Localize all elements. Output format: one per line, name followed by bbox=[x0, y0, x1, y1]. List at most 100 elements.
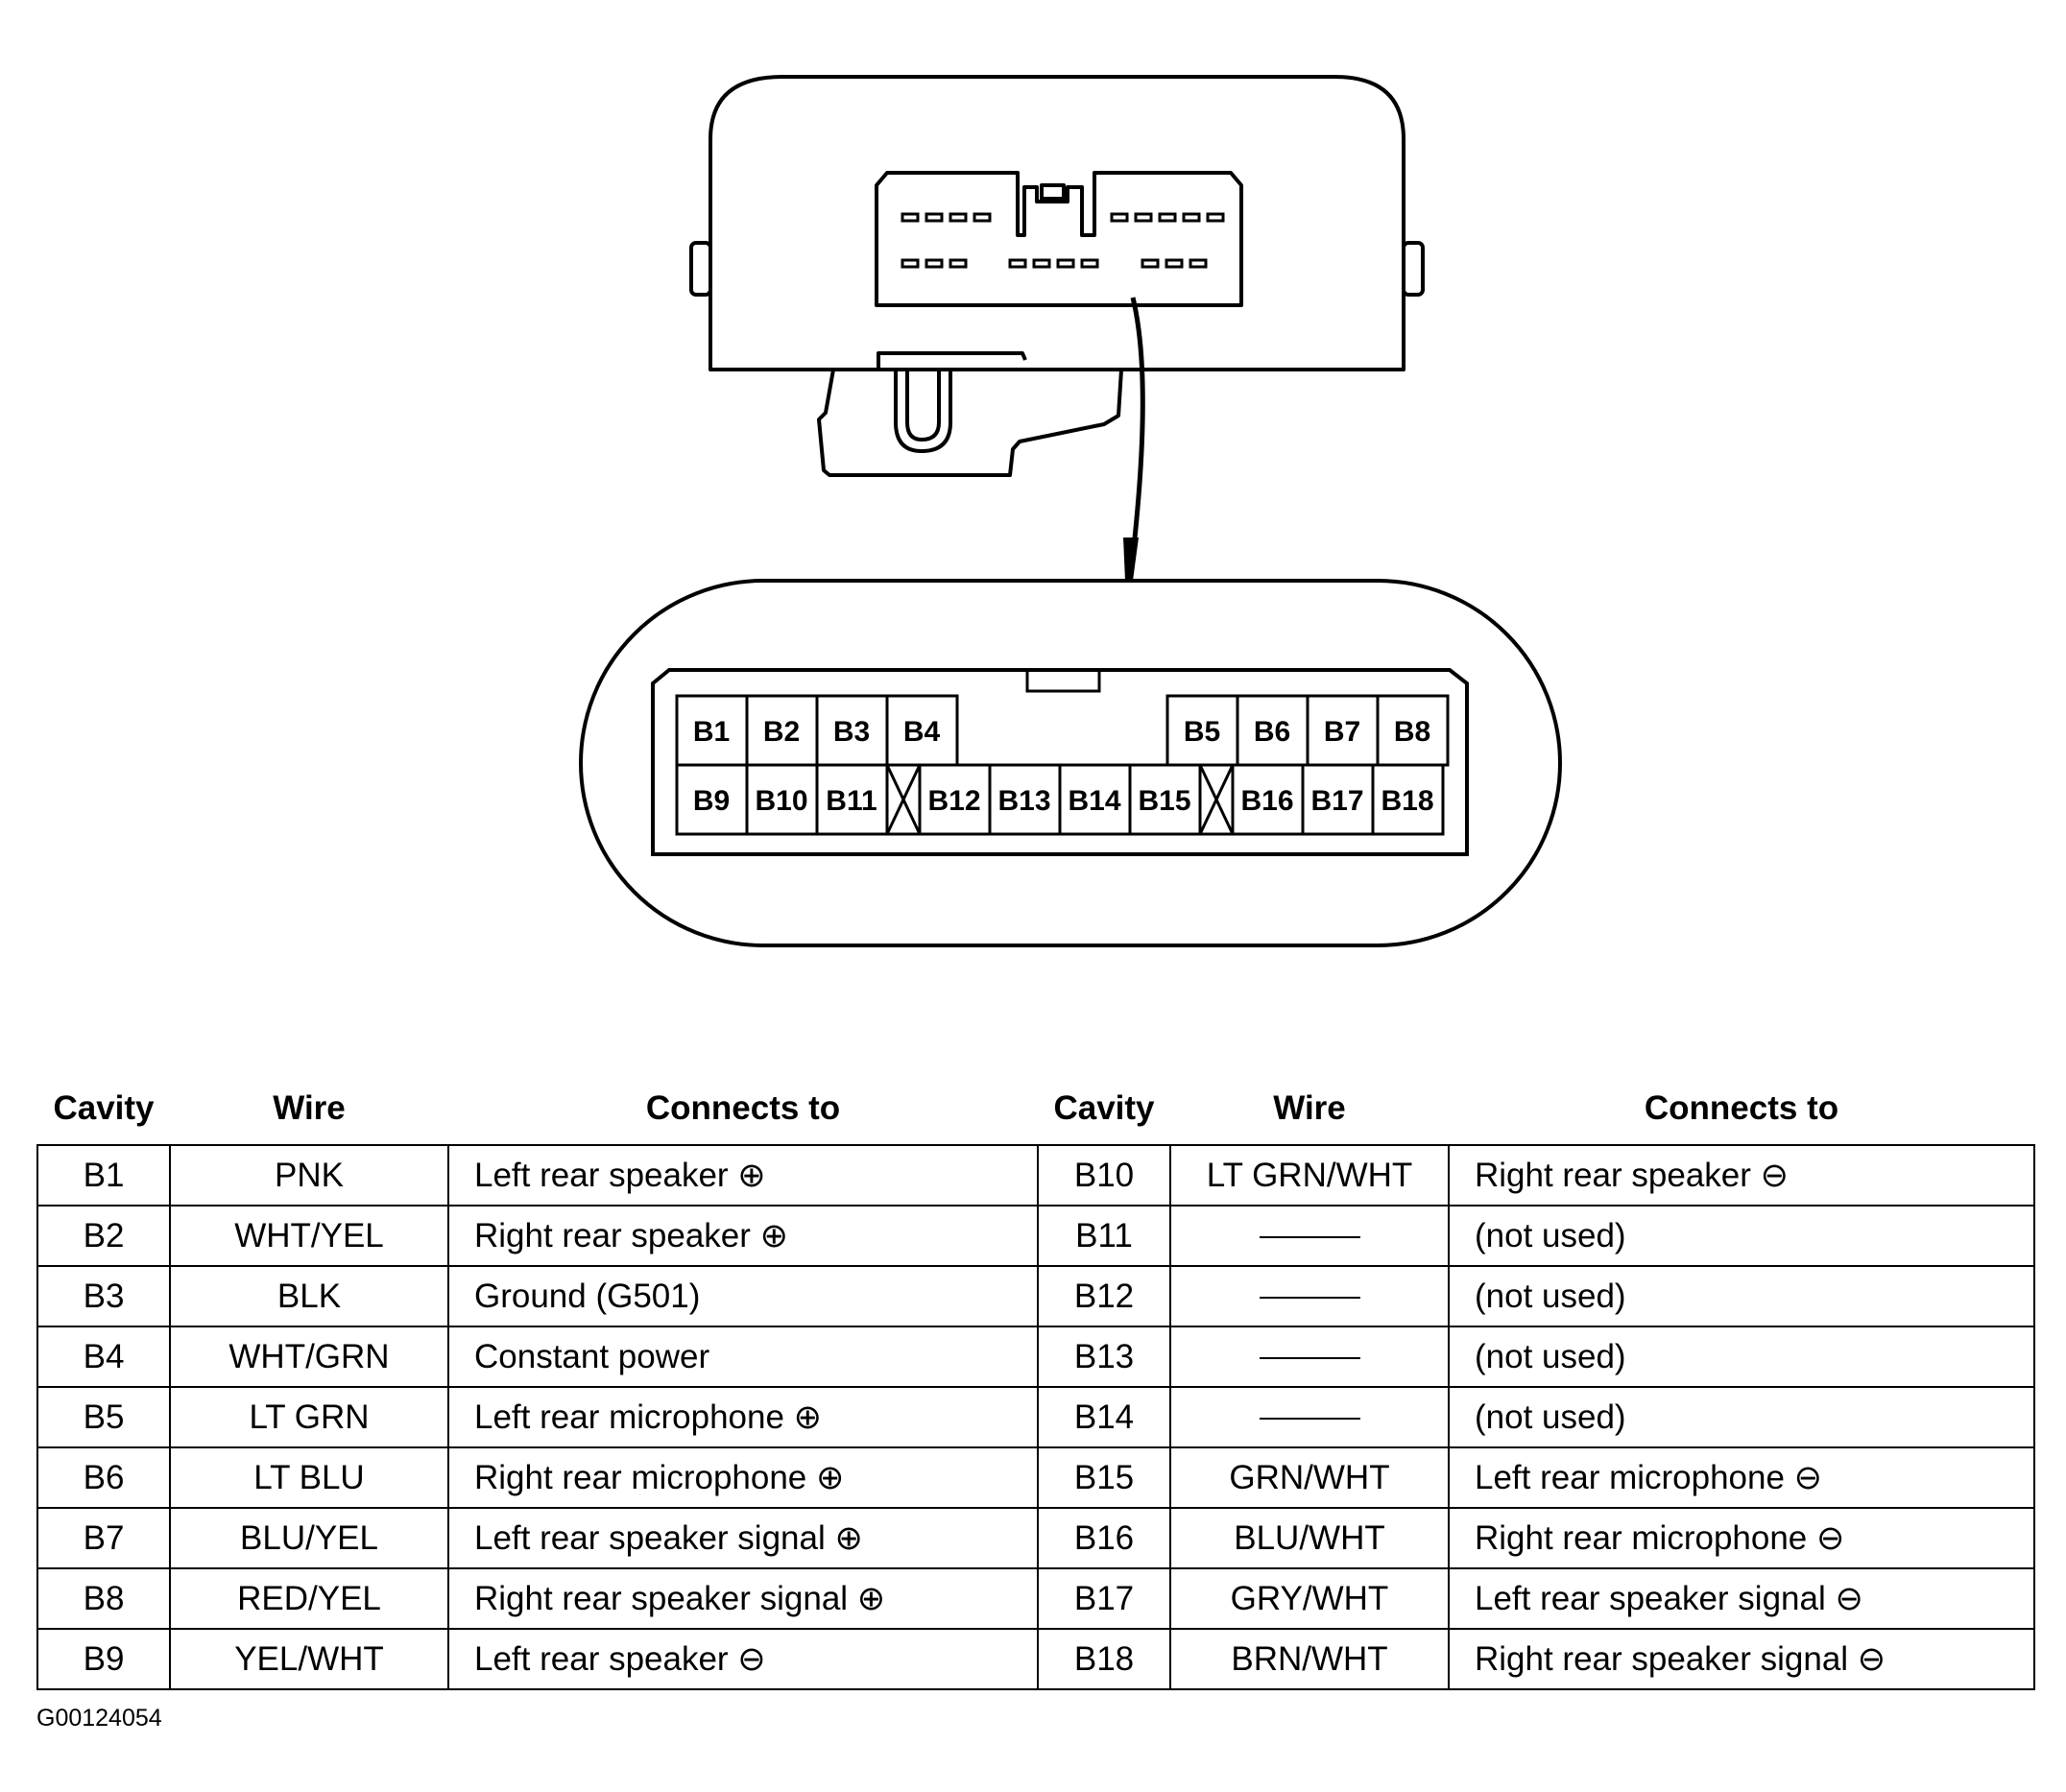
cavity-cell: B18 bbox=[1037, 1628, 1171, 1690]
connects-to-cell: Right rear speaker signal ⊖ bbox=[1448, 1628, 2035, 1690]
cavity-label: B15 bbox=[1138, 785, 1190, 817]
connects-to-cell: Right rear microphone ⊖ bbox=[1448, 1507, 2035, 1569]
wire-cell: BRN/WHT bbox=[1169, 1628, 1450, 1690]
cavity-label: B14 bbox=[1068, 785, 1120, 817]
connects-to-cell: Constant power bbox=[447, 1326, 1039, 1388]
connects-to-cell: Right rear speaker ⊕ bbox=[447, 1205, 1039, 1267]
connects-to-cell: Right rear speaker ⊖ bbox=[1448, 1144, 2035, 1207]
cavity-wire-table: Cavity Wire Connects to Cavity Wire Conn… bbox=[36, 1073, 2035, 1690]
cavity-label: B8 bbox=[1394, 716, 1430, 748]
wire-cell bbox=[1169, 1205, 1450, 1267]
cavity-label: B4 bbox=[903, 716, 941, 748]
connector-lock-tab bbox=[1025, 668, 1101, 693]
wire-cell: BLU/WHT bbox=[1169, 1507, 1450, 1569]
header-connects-to: Connects to bbox=[1644, 1089, 1839, 1127]
table-header-row: Cavity Wire Connects to Cavity Wire Conn… bbox=[37, 1073, 2034, 1145]
wire-cell: WHT/GRN bbox=[169, 1326, 449, 1388]
connects-to-cell: Left rear speaker ⊕ bbox=[447, 1144, 1039, 1207]
cavity-label: B2 bbox=[763, 716, 800, 748]
cavity-cell: B3 bbox=[36, 1265, 171, 1327]
wire-cell: WHT/YEL bbox=[169, 1205, 449, 1267]
cavity-label: B11 bbox=[826, 785, 877, 817]
unit-connector-pins bbox=[901, 212, 1225, 269]
wire-cell bbox=[1169, 1326, 1450, 1388]
cavity-label: B17 bbox=[1310, 785, 1363, 817]
no-wire-dash bbox=[1259, 1418, 1360, 1421]
cavity-label: B1 bbox=[693, 716, 730, 748]
no-wire-dash bbox=[1259, 1236, 1360, 1239]
cavity-cell: B13 bbox=[1037, 1326, 1171, 1388]
cavity-label: B3 bbox=[833, 716, 870, 748]
unit-housing bbox=[709, 75, 1405, 371]
connector-face-outline bbox=[651, 668, 1469, 856]
cavity-cell: B2 bbox=[36, 1205, 171, 1267]
cavity-cell: B1 bbox=[36, 1144, 171, 1207]
cavity-label: B10 bbox=[755, 785, 807, 817]
cavity-cell: B11 bbox=[1037, 1205, 1171, 1267]
connects-to-cell: Left rear speaker signal ⊖ bbox=[1448, 1567, 2035, 1630]
cavity-cell: B4 bbox=[36, 1326, 171, 1388]
left-side-tab bbox=[689, 241, 712, 297]
cavity-cell: B14 bbox=[1037, 1386, 1171, 1448]
cavity-cell: B6 bbox=[36, 1446, 171, 1509]
cavity-label: B9 bbox=[693, 785, 730, 817]
wire-cell: BLK bbox=[169, 1265, 449, 1327]
connects-to-cell: Right rear microphone ⊕ bbox=[447, 1446, 1039, 1509]
connects-to-cell: (not used) bbox=[1448, 1326, 2035, 1388]
wire-cell: BLU/YEL bbox=[169, 1507, 449, 1569]
connects-to-cell: Left rear microphone ⊖ bbox=[1448, 1446, 2035, 1509]
wire-cell: RED/YEL bbox=[169, 1567, 449, 1630]
mounting-bracket bbox=[817, 351, 1123, 477]
no-wire-dash bbox=[1259, 1357, 1360, 1360]
connects-to-cell: Ground (G501) bbox=[447, 1265, 1039, 1327]
wire-cell bbox=[1169, 1265, 1450, 1327]
cavity-cell: B15 bbox=[1037, 1446, 1171, 1509]
wire-cell: LT GRN bbox=[169, 1386, 449, 1448]
cavity-label: B12 bbox=[927, 785, 980, 817]
header-cavity: Cavity bbox=[53, 1089, 155, 1127]
wire-cell: GRY/WHT bbox=[1169, 1567, 1450, 1630]
cavity-cell: B16 bbox=[1037, 1507, 1171, 1569]
connects-to-cell: Right rear speaker signal ⊕ bbox=[447, 1567, 1039, 1630]
wire-cell bbox=[1169, 1386, 1450, 1448]
cavity-label: B5 bbox=[1184, 716, 1220, 748]
connects-to-cell: Left rear microphone ⊕ bbox=[447, 1386, 1039, 1448]
cavity-label: B16 bbox=[1240, 785, 1293, 817]
wire-cell: LT BLU bbox=[169, 1446, 449, 1509]
cavity-cell: B12 bbox=[1037, 1265, 1171, 1327]
cavity-cell: B7 bbox=[36, 1507, 171, 1569]
unit-connector bbox=[875, 171, 1243, 307]
connects-to-cell: (not used) bbox=[1448, 1265, 2035, 1327]
figure-code: G00124054 bbox=[36, 1705, 162, 1732]
magnified-view-oval bbox=[579, 579, 1562, 947]
cavity-cell: B5 bbox=[36, 1386, 171, 1448]
connector-diagram: B1 B2 B3 B4 B5 B6 B7 B8 B9 B10 B11 B12 B… bbox=[579, 75, 1562, 947]
cavity-label: B7 bbox=[1324, 716, 1360, 748]
cavity-label: B6 bbox=[1254, 716, 1290, 748]
blank-cavity-cross bbox=[885, 764, 922, 835]
header-connects-to: Connects to bbox=[645, 1089, 841, 1127]
blank-cavity-cross bbox=[1198, 764, 1235, 835]
cavity-cell: B10 bbox=[1037, 1144, 1171, 1207]
header-wire: Wire bbox=[273, 1089, 346, 1127]
wire-cell: PNK bbox=[169, 1144, 449, 1207]
cavity-label: B13 bbox=[997, 785, 1050, 817]
cavity-cell: B9 bbox=[36, 1628, 171, 1690]
connects-to-cell: (not used) bbox=[1448, 1386, 2035, 1448]
callout-leader-line bbox=[1127, 297, 1145, 582]
header-wire: Wire bbox=[1273, 1089, 1346, 1127]
unit-connector-key bbox=[1040, 183, 1066, 201]
wire-cell: GRN/WHT bbox=[1169, 1446, 1450, 1509]
right-side-tab bbox=[1402, 241, 1425, 297]
header-cavity: Cavity bbox=[1053, 1089, 1155, 1127]
cavity-cell: B17 bbox=[1037, 1567, 1171, 1630]
